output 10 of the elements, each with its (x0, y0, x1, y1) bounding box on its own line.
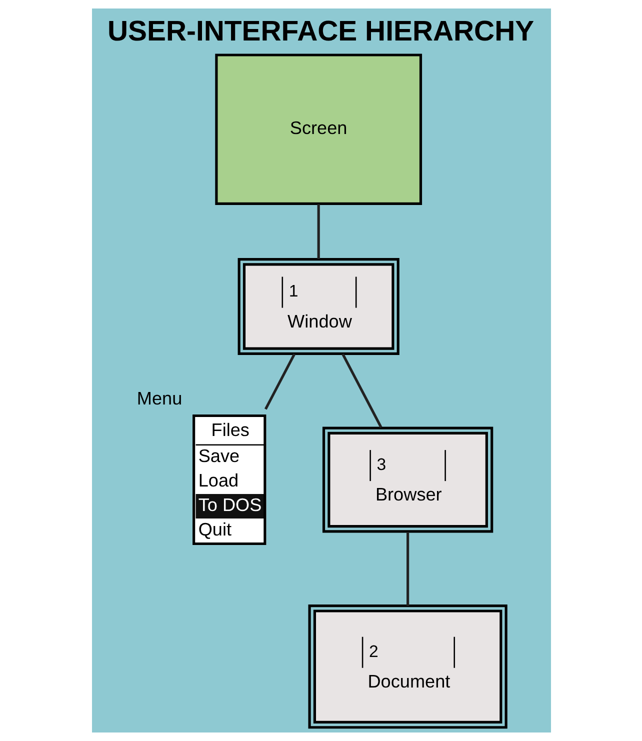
node-box: 2 Document (308, 604, 507, 729)
connector (406, 532, 409, 606)
node-box: 3 Browser (322, 426, 493, 533)
node-box: 1 Window (237, 258, 399, 355)
node-box: Screen (214, 54, 422, 205)
connector (264, 353, 296, 410)
connector (316, 204, 320, 260)
node-label: Menu (136, 388, 182, 408)
connector (341, 353, 382, 428)
diagram-title: USER-INTERFACE HIERARCHY (107, 15, 534, 48)
